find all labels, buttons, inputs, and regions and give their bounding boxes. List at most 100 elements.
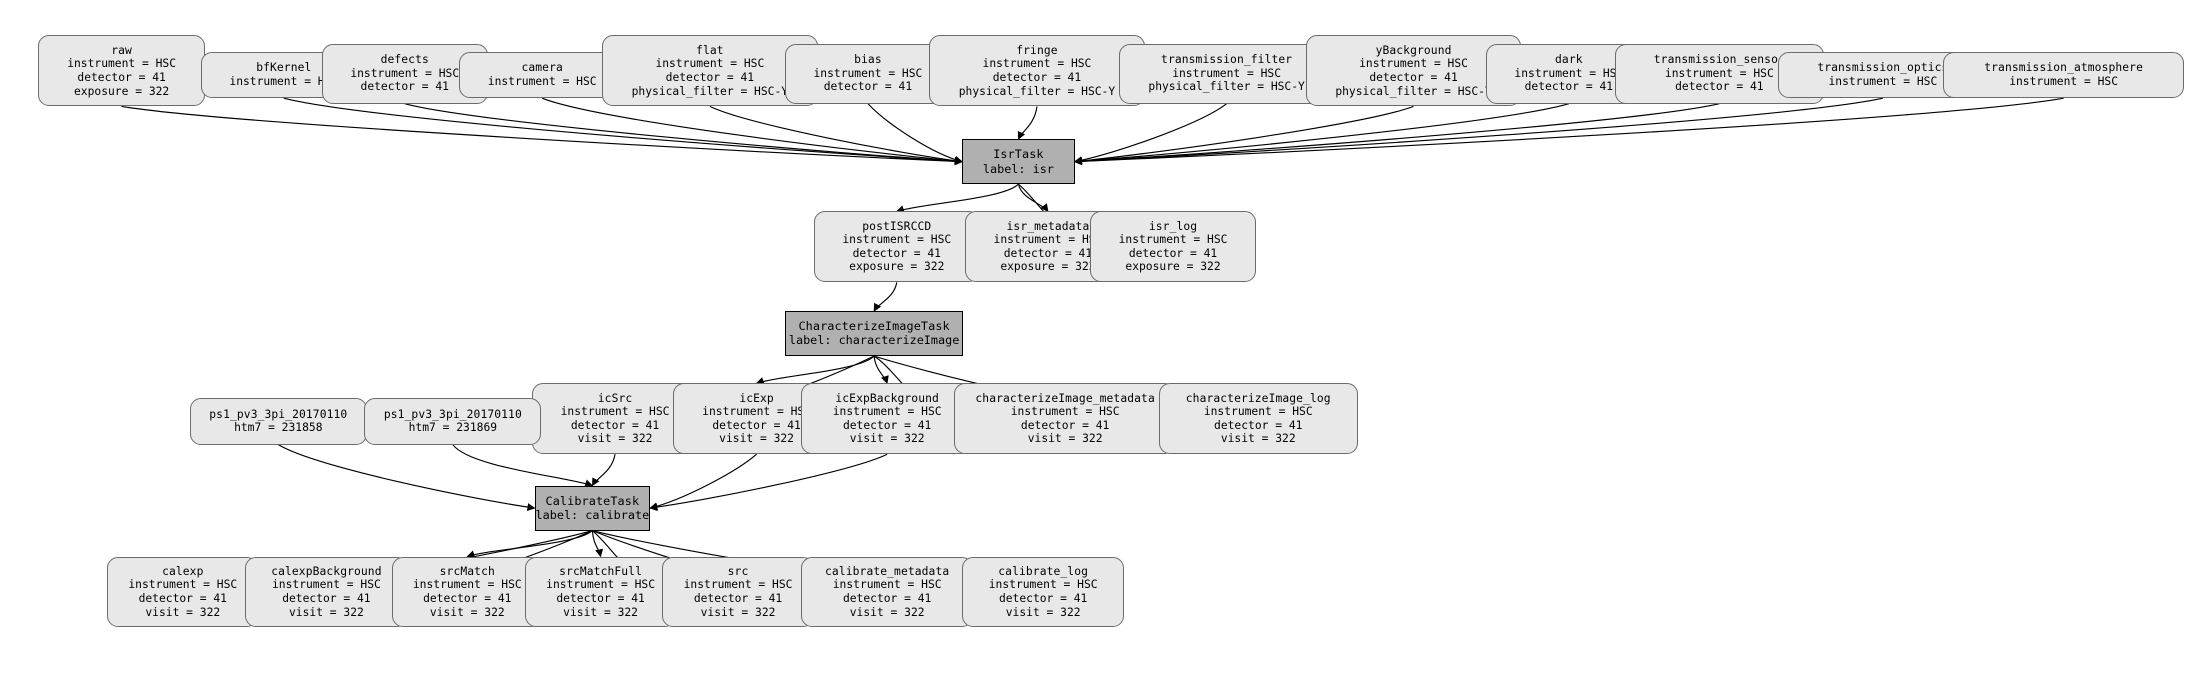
node-dimension: detector = 41 xyxy=(360,80,449,94)
node-dimension: detector = 41 xyxy=(556,591,645,605)
node-dimension: instrument = HSC xyxy=(546,578,655,592)
edge-defects-to-IsrTask xyxy=(404,103,963,166)
node-dimension: detector = 41 xyxy=(1003,246,1093,260)
node-dimension: exposure = 322 xyxy=(849,260,945,274)
node-title: fringe xyxy=(1016,43,1058,57)
node-dimension: instrument = HSC xyxy=(1664,66,1774,80)
node-title: isr_log xyxy=(1148,219,1198,233)
node-dimension: instrument = HSC xyxy=(560,405,670,419)
node-dimension: instrument = HSC xyxy=(702,405,811,419)
node-dimension: label: isr xyxy=(982,161,1054,176)
node-dimension: instrument = HSC xyxy=(1203,405,1313,419)
node-dimension: physical_filter = HSC-Y xyxy=(1335,84,1492,98)
node-dimension: visit = 322 xyxy=(429,605,505,619)
edge-ps1_a-to-CalibrateTask xyxy=(278,444,536,512)
node-dimension: detector = 41 xyxy=(1128,246,1218,260)
node-dimension: detector = 41 xyxy=(1214,418,1303,432)
node-dimension: instrument = HSC xyxy=(655,57,765,71)
node-title: calexpBackground xyxy=(271,564,382,578)
node-dimension: instrument = HSC xyxy=(842,233,952,247)
edge-fringe-to-IsrTask xyxy=(1017,106,1038,140)
node-title: src xyxy=(727,564,749,578)
node-title: srcMatch xyxy=(439,564,495,578)
node-dimension: detector = 41 xyxy=(138,591,227,605)
node-dimension: visit = 322 xyxy=(288,605,364,619)
node-dimension: visit = 322 xyxy=(700,605,776,619)
edge-IsrTask-to-postISRCCD xyxy=(896,183,1019,213)
node-title: transmission_optics xyxy=(1817,61,1949,75)
edge-transmission_filter-to-IsrTask xyxy=(1073,103,1227,165)
node-dimension: instrument = HSC xyxy=(67,57,177,71)
node-dimension: detector = 41 xyxy=(1675,80,1764,94)
node-title: CalibrateTask xyxy=(545,493,640,508)
node-dimension: visit = 322 xyxy=(1220,432,1296,446)
node-dimension: visit = 322 xyxy=(577,432,653,446)
node-dimension: label: characterizeImage xyxy=(788,333,960,348)
node-dimension: visit = 322 xyxy=(849,605,925,619)
node-dimension: instrument = HSC xyxy=(271,578,381,592)
node-title: calexp xyxy=(162,564,204,578)
node-dimension: instrument = HSC xyxy=(487,75,597,89)
edge-transmission_optics-to-IsrTask xyxy=(1073,97,1884,166)
node-dimension: detector = 41 xyxy=(77,70,166,84)
node-dimension: exposure = 322 xyxy=(1000,260,1096,274)
node-dimension: detector = 41 xyxy=(693,591,783,605)
node-title: transmission_atmosphere xyxy=(1984,61,2143,75)
edge-transmission_atmosphere-to-IsrTask xyxy=(1073,97,2064,166)
node-title: ps1_pv3_3pi_20170110 xyxy=(383,407,522,421)
node-dimension: instrument = HSC xyxy=(988,578,1098,592)
node-dimension: physical_filter = HSC-Y xyxy=(631,84,789,98)
node-dimension: physical_filter = HSC-Y xyxy=(1148,80,1305,94)
node-title: transmission_sensor xyxy=(1653,53,1785,67)
node-title: CharacterizeImageTask xyxy=(798,319,950,334)
node-title: transmission_filter xyxy=(1161,53,1293,67)
node-dimension: label: calibrate xyxy=(535,508,650,523)
node-dimension: exposure = 322 xyxy=(1125,260,1221,274)
node-title: icExpBackground xyxy=(835,391,939,405)
node-dimension: visit = 322 xyxy=(1027,432,1103,446)
edge-CalibrateTask-to-srcMatch xyxy=(466,530,593,559)
edge-CalibrateTask-to-srcMatchFull xyxy=(591,530,604,558)
node-dimension: visit = 322 xyxy=(563,605,638,619)
node-title: defects xyxy=(380,53,429,67)
node-dimension: detector = 41 xyxy=(665,70,755,84)
node-title: IsrTask xyxy=(993,147,1044,162)
node-dimension: detector = 41 xyxy=(282,591,371,605)
node-dimension: instrument = HSC xyxy=(982,57,1092,71)
node-title: yBackground xyxy=(1375,43,1452,57)
node-title: calibrate_metadata xyxy=(825,564,950,578)
node-dimension: instrument = HSC xyxy=(2009,75,2119,89)
node-dimension: instrument = HSC xyxy=(832,405,942,419)
node-title: postISRCCD xyxy=(862,219,932,233)
edge-bfKernel-to-IsrTask xyxy=(283,97,963,166)
node-title: calibrate_log xyxy=(998,564,1088,578)
node-dimension: visit = 322 xyxy=(1005,605,1081,619)
edge-CharacterizeImageTask-to-icExp xyxy=(755,355,875,385)
node-dimension: htm7 = 231869 xyxy=(408,421,498,435)
node-title: characterizeImage_metadata xyxy=(975,391,1155,405)
